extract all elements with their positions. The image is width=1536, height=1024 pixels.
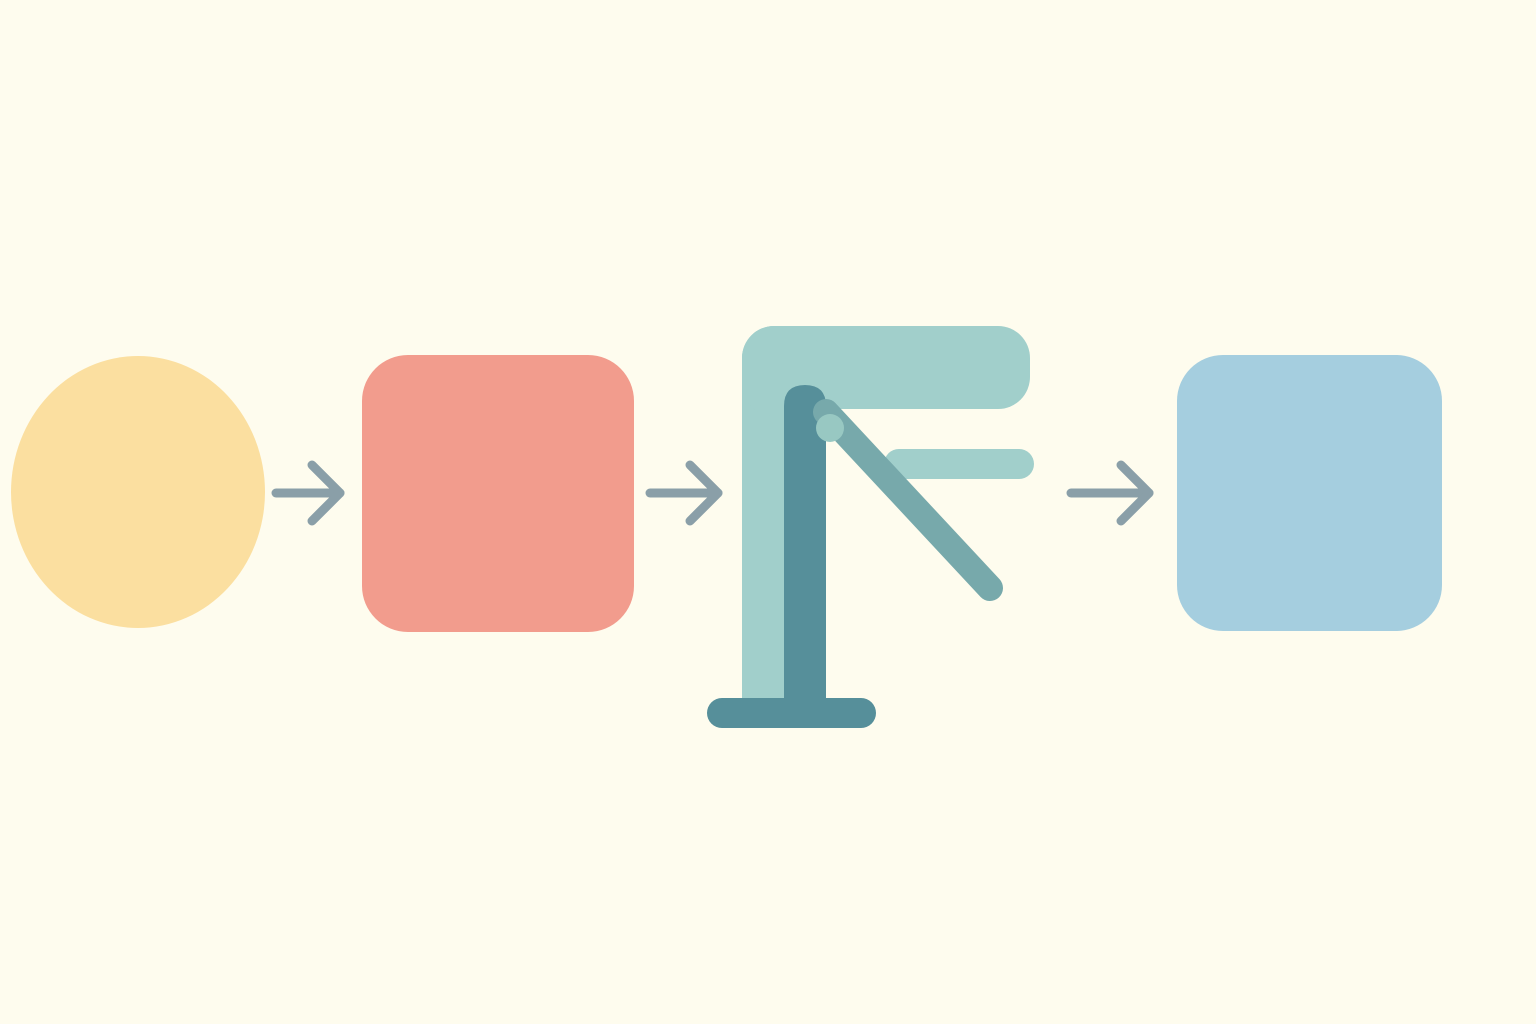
- arrow-right-icon: [645, 460, 723, 526]
- arrow-right-icon: [1066, 460, 1154, 526]
- circle-shape: [11, 356, 265, 628]
- blue-square-shape: [1177, 355, 1442, 631]
- machine-shelf: [884, 449, 1034, 479]
- arrow-right-icon: [271, 460, 345, 526]
- machine-arm: [813, 399, 1003, 601]
- machine-post: [784, 385, 826, 700]
- red-square-shape: [362, 355, 634, 632]
- machine-pivot-knob: [816, 414, 844, 442]
- machine-base: [707, 698, 876, 728]
- press-machine-icon: [707, 326, 1034, 728]
